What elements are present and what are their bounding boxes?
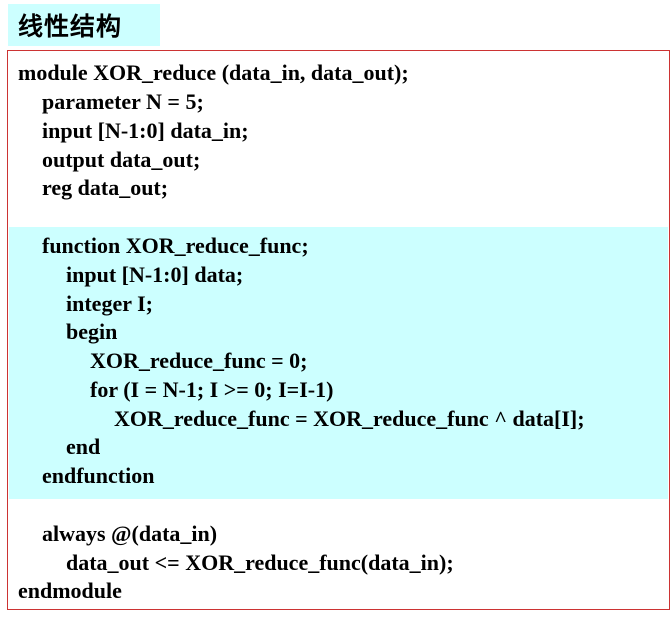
- function-highlight-band: [9, 227, 668, 499]
- code-line-reg-decl: reg data_out;: [42, 175, 169, 200]
- code-line-input-decl: input [N-1:0] data_in;: [42, 118, 249, 143]
- code-line-output-decl: output data_out;: [42, 147, 201, 172]
- code-line-xor-assign: XOR_reduce_func = XOR_reduce_func ^ data…: [114, 406, 585, 431]
- code-line-begin: begin: [66, 319, 118, 344]
- slide-title: 线性结构: [8, 4, 160, 46]
- code-line-endmodule: endmodule: [18, 578, 122, 603]
- code-line-function-decl: function XOR_reduce_func;: [42, 233, 309, 258]
- code-line-function-input: input [N-1:0] data;: [66, 262, 244, 287]
- code-line-parameter: parameter N = 5;: [42, 89, 204, 114]
- code-listing: module XOR_reduce (data_in, data_out); p…: [7, 50, 670, 610]
- code-line-output-assign: data_out <= XOR_reduce_func(data_in);: [66, 550, 454, 575]
- code-line-endfunction: endfunction: [42, 463, 155, 488]
- code-line-always: always @(data_in): [42, 521, 218, 546]
- code-line-integer-decl: integer I;: [66, 291, 153, 316]
- code-line-module-decl: module XOR_reduce (data_in, data_out);: [18, 60, 409, 85]
- code-line-end: end: [66, 434, 101, 459]
- code-line-for-loop: for (I = N-1; I >= 0; I=I-1): [90, 377, 334, 402]
- code-line-init-assign: XOR_reduce_func = 0;: [90, 348, 308, 373]
